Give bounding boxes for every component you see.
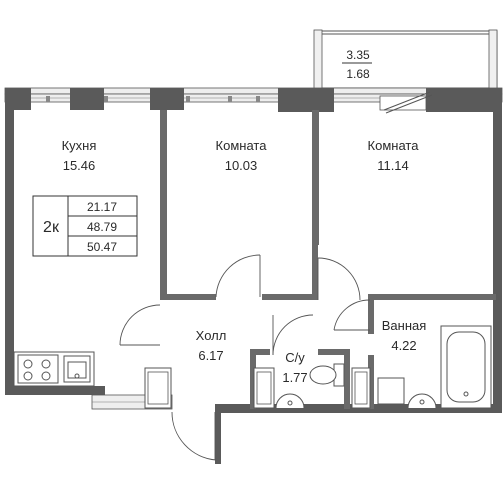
total-area: 48.79 [87,220,117,234]
room-area-room2: 11.14 [377,158,409,173]
room-name-room2: Комната [368,138,420,153]
area-summary: 2к 21.17 48.79 50.47 [32,195,138,257]
kitchen-fixtures [13,351,95,387]
room-area-room1: 10.03 [225,158,258,173]
total-area-with-balcony: 50.47 [87,240,117,254]
living-area: 21.17 [87,200,117,214]
balcony-area-reduced: 1.68 [346,67,370,81]
room-name-bathroom: Ванная [382,318,427,333]
doors [119,91,433,461]
apartment-type: 2к [43,219,60,236]
balcony: 3.35 1.68 [313,29,498,92]
room-name-wc: С/у [285,350,305,365]
wc-fixtures [275,363,345,409]
room-name-kitchen: Кухня [62,138,97,153]
bath-fixtures [377,325,492,409]
exterior-walls [4,87,503,464]
balcony-area-total: 3.35 [346,48,370,62]
room-name-hall: Холл [196,328,227,343]
interior-walls [144,95,496,409]
room-area-bathroom: 4.22 [391,338,416,353]
room-labels: Кухня 15.46 Комната 10.03 Комната 11.14 … [62,138,427,385]
room-name-room1: Комната [216,138,268,153]
room-area-hall: 6.17 [198,348,223,363]
room-area-kitchen: 15.46 [63,158,96,173]
room-area-wc: 1.77 [282,370,307,385]
